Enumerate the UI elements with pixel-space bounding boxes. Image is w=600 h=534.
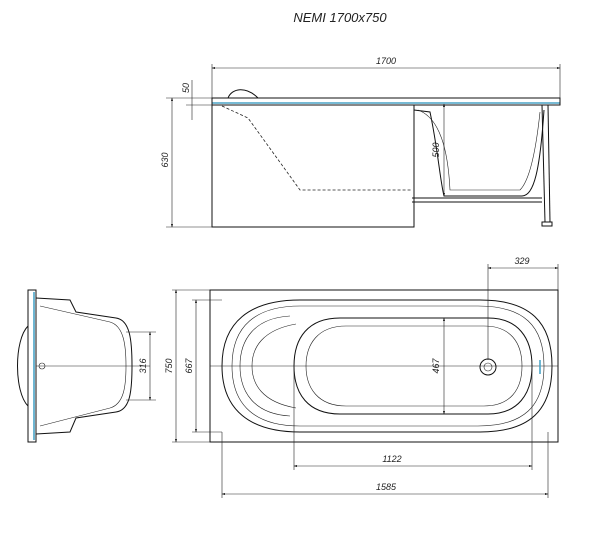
dim-inner-length: 1585 (376, 482, 397, 492)
dim-inner-width: 667 (184, 358, 194, 374)
top-view: 329 750 667 467 1122 1585 (164, 256, 559, 498)
drawing-title: NEMI 1700x750 (293, 10, 387, 25)
side-view: 1700 50 630 500 (160, 56, 561, 228)
dim-end-depth: 316 (138, 358, 148, 373)
end-view: 316 (17, 289, 156, 443)
dim-basin-width: 467 (431, 358, 441, 374)
dim-total-height: 630 (160, 152, 170, 167)
dim-rim-height: 50 (181, 83, 191, 93)
dim-overall-length: 1700 (376, 56, 396, 66)
dim-drain-offset: 329 (514, 256, 529, 266)
dim-overall-width: 750 (164, 358, 174, 373)
dim-basin-depth: 500 (431, 142, 441, 157)
dim-basin-length: 1122 (382, 454, 401, 464)
